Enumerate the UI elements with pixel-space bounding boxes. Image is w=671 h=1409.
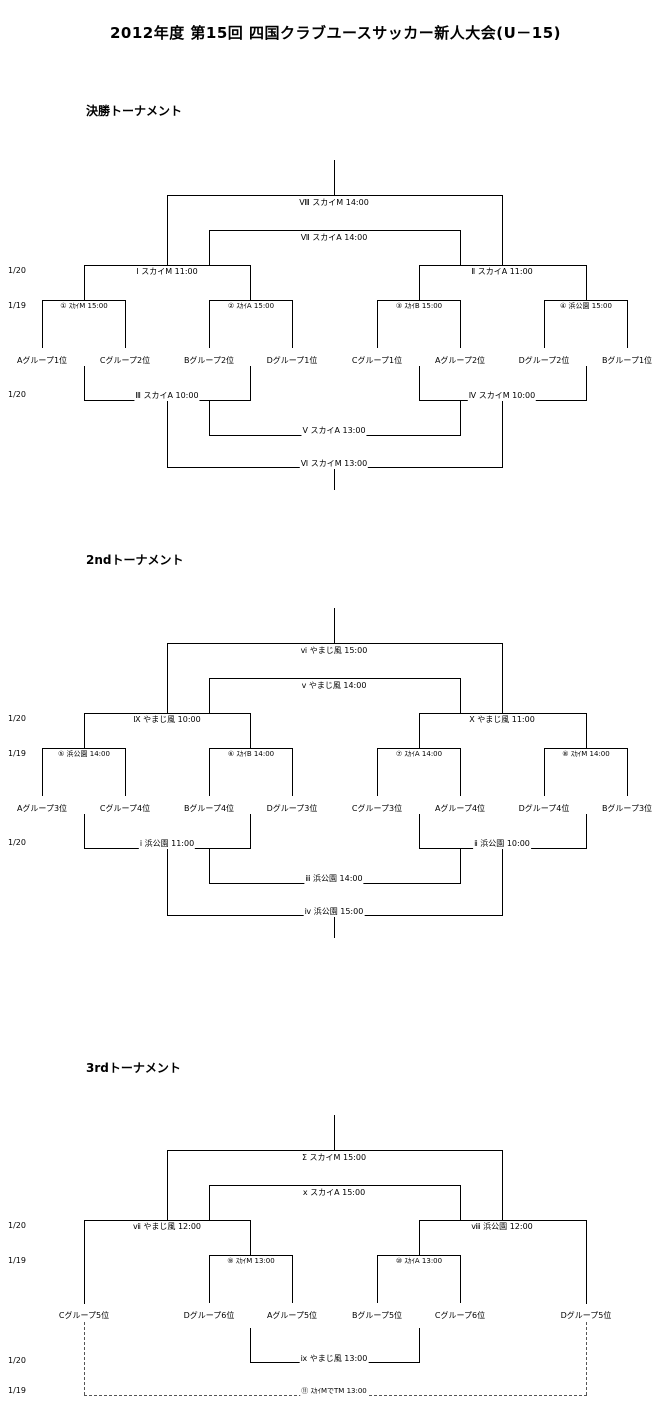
consolation-semi-label: Ⅲ スカイA 10:00 <box>134 391 200 401</box>
team-slot: Aグループ5位 <box>266 1311 318 1320</box>
team-slot: Bグループ4位 <box>183 804 235 813</box>
consolation-5th-label: Ⅵ スカイM 13:00 <box>299 459 369 469</box>
semi-match-label: ⅶ やまじ風 12:00 <box>131 1222 203 1232</box>
day-label: 1/20 <box>8 838 26 847</box>
semi-match-label: Ⅱ スカイA 11:00 <box>470 267 534 277</box>
consolation-semi-label: ⅱ 浜公園 10:00 <box>473 839 531 849</box>
team-slot: Dグループ3位 <box>266 804 318 813</box>
team-slot: Cグループ2位 <box>99 356 151 365</box>
team-slot: Bグループ1位 <box>601 356 653 365</box>
team-slot: Cグループ1位 <box>351 356 403 365</box>
team-slot: Dグループ4位 <box>518 804 570 813</box>
third-place-match-label: x スカイA 15:00 <box>301 1188 367 1198</box>
section-title: 3rdトーナメント <box>86 1061 181 1075</box>
final-match-label: Σ スカイM 15:00 <box>300 1153 368 1163</box>
day-label: 1/19 <box>8 749 26 758</box>
quarter-match-label: ⑦ ｽｶｲA 14:00 <box>394 749 444 759</box>
day-label: 1/19 <box>8 301 26 310</box>
day-label: 1/20 <box>8 266 26 275</box>
team-slot: Cグループ6位 <box>434 1311 486 1320</box>
team-slot: Aグループ1位 <box>16 356 68 365</box>
consolation-7th-label: Ⅴ スカイA 13:00 <box>301 426 367 436</box>
bottom-match-label: ⑪ ｽｶｲMでTM 13:00 <box>300 1386 368 1396</box>
final-match-label: ⅵ やまじ風 15:00 <box>299 646 369 656</box>
day-label: 1/19 <box>8 1256 26 1265</box>
quarter-match-label: ⑩ ｽｶｲA 13:00 <box>394 1256 444 1266</box>
quarter-match-label: ④ 浜公園 15:00 <box>559 301 613 311</box>
semi-match-label: Ⅰ スカイM 11:00 <box>135 267 199 277</box>
team-slot: Bグループ2位 <box>183 356 235 365</box>
team-slot: Aグループ2位 <box>434 356 486 365</box>
consolation-7th-label: ⅲ 浜公園 14:00 <box>304 874 364 884</box>
consolation-semi-label: Ⅳ スカイM 10:00 <box>467 391 537 401</box>
quarter-match-label: ⑤ 浜公園 14:00 <box>57 749 111 759</box>
consolation-match-label: ⅸ やまじ風 13:00 <box>299 1354 369 1364</box>
day-label: 1/19 <box>8 1386 26 1395</box>
team-slot: Cグループ3位 <box>351 804 403 813</box>
quarter-match-label: ⑨ ｽｶｲM 13:00 <box>226 1256 276 1266</box>
quarter-match-label: ② ｽｶｲA 15:00 <box>226 301 276 311</box>
page-title: 2012年度 第15回 四国クラブユースサッカー新人大会(U－15) <box>109 24 562 42</box>
third-place-match-label: Ⅶ スカイA 14:00 <box>299 233 369 243</box>
team-slot: Bグループ5位 <box>351 1311 403 1320</box>
team-slot: Dグループ5位 <box>560 1311 612 1320</box>
section-title: 決勝トーナメント <box>86 104 183 118</box>
semi-match-label: ⅷ 浜公園 12:00 <box>470 1222 534 1232</box>
team-slot: Aグループ3位 <box>16 804 68 813</box>
team-slot: Cグループ5位 <box>58 1311 110 1320</box>
day-label: 1/20 <box>8 1221 26 1230</box>
quarter-match-label: ③ ｽｶｲB 15:00 <box>394 301 444 311</box>
day-label: 1/20 <box>8 714 26 723</box>
team-slot: Dグループ6位 <box>183 1311 235 1320</box>
day-label: 1/20 <box>8 1356 26 1365</box>
team-slot: Dグループ1位 <box>266 356 318 365</box>
team-slot: Cグループ4位 <box>99 804 151 813</box>
final-match-label: Ⅷ スカイM 14:00 <box>298 198 370 208</box>
quarter-match-label: ⑥ ｽｶｲB 14:00 <box>226 749 276 759</box>
quarter-match-label: ⑧ ｽｶｲM 14:00 <box>561 749 611 759</box>
day-label: 1/20 <box>8 390 26 399</box>
semi-match-label: Ⅸ やまじ風 10:00 <box>132 715 202 725</box>
third-place-match-label: ⅴ やまじ風 14:00 <box>300 681 368 691</box>
section-title: 2ndトーナメント <box>86 553 184 567</box>
team-slot: Bグループ3位 <box>601 804 653 813</box>
semi-match-label: Ⅹ やまじ風 11:00 <box>468 715 536 725</box>
team-slot: Dグループ2位 <box>518 356 570 365</box>
team-slot: Aグループ4位 <box>434 804 486 813</box>
consolation-5th-label: ⅳ 浜公園 15:00 <box>303 907 365 917</box>
consolation-semi-label: ⅰ 浜公園 11:00 <box>138 839 196 849</box>
quarter-match-label: ① ｽｶｲM 15:00 <box>59 301 109 311</box>
